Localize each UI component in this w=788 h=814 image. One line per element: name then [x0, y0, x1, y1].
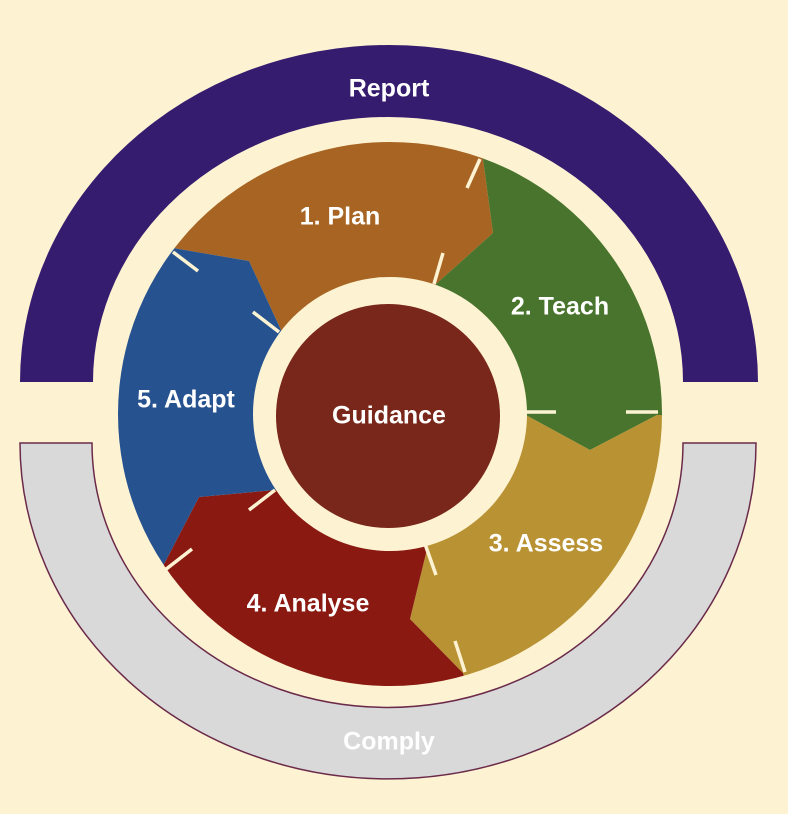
separator-ticks	[163, 158, 658, 673]
tick	[423, 543, 438, 576]
analyse-label: 4. Analyse	[247, 590, 370, 618]
tick	[163, 547, 194, 572]
plan-label: 1. Plan	[300, 203, 381, 231]
tick	[465, 158, 482, 189]
guidance-label: Guidance	[332, 402, 446, 430]
tick	[453, 640, 467, 673]
tick	[247, 488, 277, 512]
tick	[251, 310, 281, 334]
report-label: Report	[349, 75, 430, 103]
comply-arc	[19, 442, 757, 780]
assess-label: 3. Assess	[489, 530, 603, 558]
adapt-label: 5. Adapt	[137, 386, 235, 414]
tick	[171, 250, 200, 273]
teach-label: 2. Teach	[511, 293, 609, 321]
comply-label: Comply	[343, 728, 435, 756]
tick	[432, 252, 445, 285]
report-arc	[20, 45, 758, 382]
guidance-circle	[276, 304, 500, 528]
segment-adapt	[118, 182, 390, 627]
